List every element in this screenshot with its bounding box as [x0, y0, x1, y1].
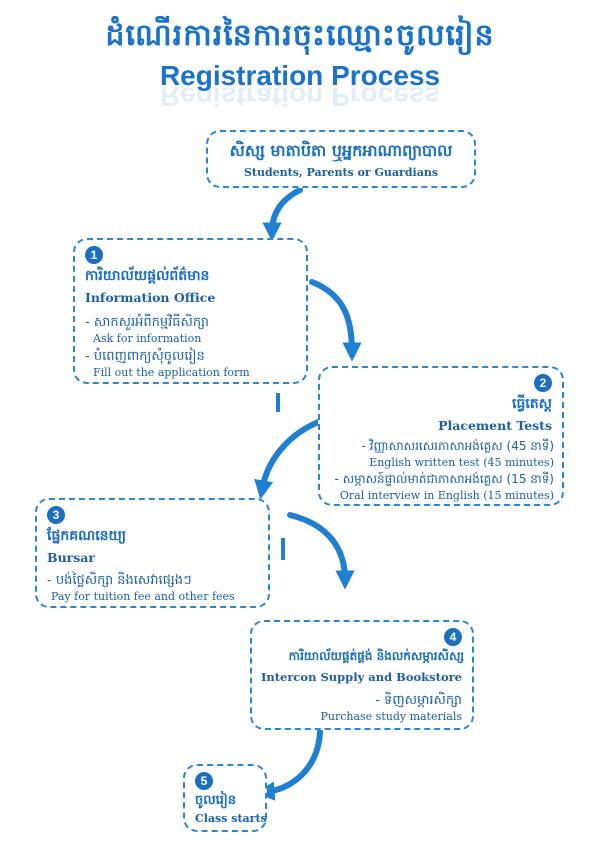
- arrow-start-to-1: [262, 187, 303, 242]
- step-4-item-1-english: Purchase study materials: [320, 710, 462, 723]
- step-3-number: 3: [47, 506, 65, 524]
- step-4-item-1-khmer: - ទិញសម្ភារសិក្សា: [375, 693, 462, 708]
- step-1-item-2-khmer: - បំពេញពាក្យសុំចូលរៀន: [85, 349, 205, 364]
- step-5-box: 5 ចូលរៀន Class starts: [183, 764, 267, 832]
- step-3-khmer: ផ្នែកគណនេយ្យ: [47, 528, 127, 544]
- step-4-khmer: ការិយាល័យផ្គត់ផ្គង់ និងលក់សម្ភារសិស្ស: [288, 649, 464, 663]
- start-khmer: សិស្ស មាតាបិតា ឬអ្នកអាណាព្យាបាល: [229, 141, 453, 160]
- step-2-item-2-khmer: - សម្ភាសន៍ផ្ទាល់មាត់ជាភាសាអង់គ្លេស (15 ន…: [334, 472, 554, 486]
- step-5-khmer: ចូលរៀន: [195, 793, 237, 808]
- step-2-english: Placement Tests: [438, 418, 552, 433]
- step-2-number: 2: [534, 374, 552, 392]
- step-5-number: 5: [195, 772, 213, 790]
- step-1-item-2-english: Fill out the application form: [93, 366, 250, 379]
- step-1-khmer: ការិយាល័យផ្ដល់ព័ត៌មាន: [85, 268, 210, 284]
- step-2-item-2-english: Oral interview in English (15 minutes): [339, 489, 554, 502]
- step-1-number: 1: [85, 246, 103, 264]
- step-1-box: 1 ការិយាល័យផ្ដល់ព័ត៌មាន Information Offi…: [73, 238, 308, 384]
- step-4-number: 4: [444, 628, 462, 646]
- step-4-box: 4 ការិយាល័យផ្គត់ផ្គង់ និងលក់សម្ភារសិស្ស …: [250, 620, 474, 730]
- title-english: Registration Process: [159, 60, 441, 91]
- step-1-item-1-khmer: - សាកសួរអំពីកម្មវិធីសិក្សា: [85, 315, 209, 330]
- arrow-3-to-4: [287, 512, 355, 590]
- title-english-wrap: Registration Process: [0, 60, 600, 92]
- step-2-item-1-khmer: - វិញ្ញាសាសរសេរភាសាអង់គ្លេស (45 នាទី): [361, 439, 554, 453]
- step-1-item-1-english: Ask for information: [93, 332, 202, 345]
- arrow-4-to-5: [255, 729, 323, 801]
- start-english: Students, Parents or Guardians: [243, 166, 439, 179]
- step-2-khmer: ធ្វើតេស្ត: [512, 396, 552, 412]
- title-khmer: ដំណើរការនៃការចុះឈ្មោះចូលរៀន: [105, 18, 495, 53]
- step-3-box: 3 ផ្នែកគណនេយ្យ Bursar - បង់ថ្លៃសិក្សា និ…: [35, 498, 270, 608]
- step-2-item-1-english: English written test (45 minutes): [369, 456, 554, 469]
- step-4-english: Intercon Supply and Bookstore: [261, 670, 462, 684]
- step-1-english: Information Office: [85, 290, 216, 305]
- step-3-english: Bursar: [47, 550, 95, 565]
- step-3-item-1-khmer: - បង់ថ្លៃសិក្សា និងសេវាផ្សេងៗ: [47, 573, 192, 588]
- arrow-1-to-2: [309, 279, 362, 362]
- start-box: សិស្ស មាតាបិតា ឬអ្នកអាណាព្យាបាល Students…: [206, 130, 476, 188]
- step-5-english: Class starts: [195, 812, 267, 825]
- step-2-box: 2 ធ្វើតេស្ត Placement Tests - វិញ្ញាសាសរ…: [318, 366, 564, 506]
- step-3-item-1-english: Pay for tuition fee and other fees: [51, 590, 235, 603]
